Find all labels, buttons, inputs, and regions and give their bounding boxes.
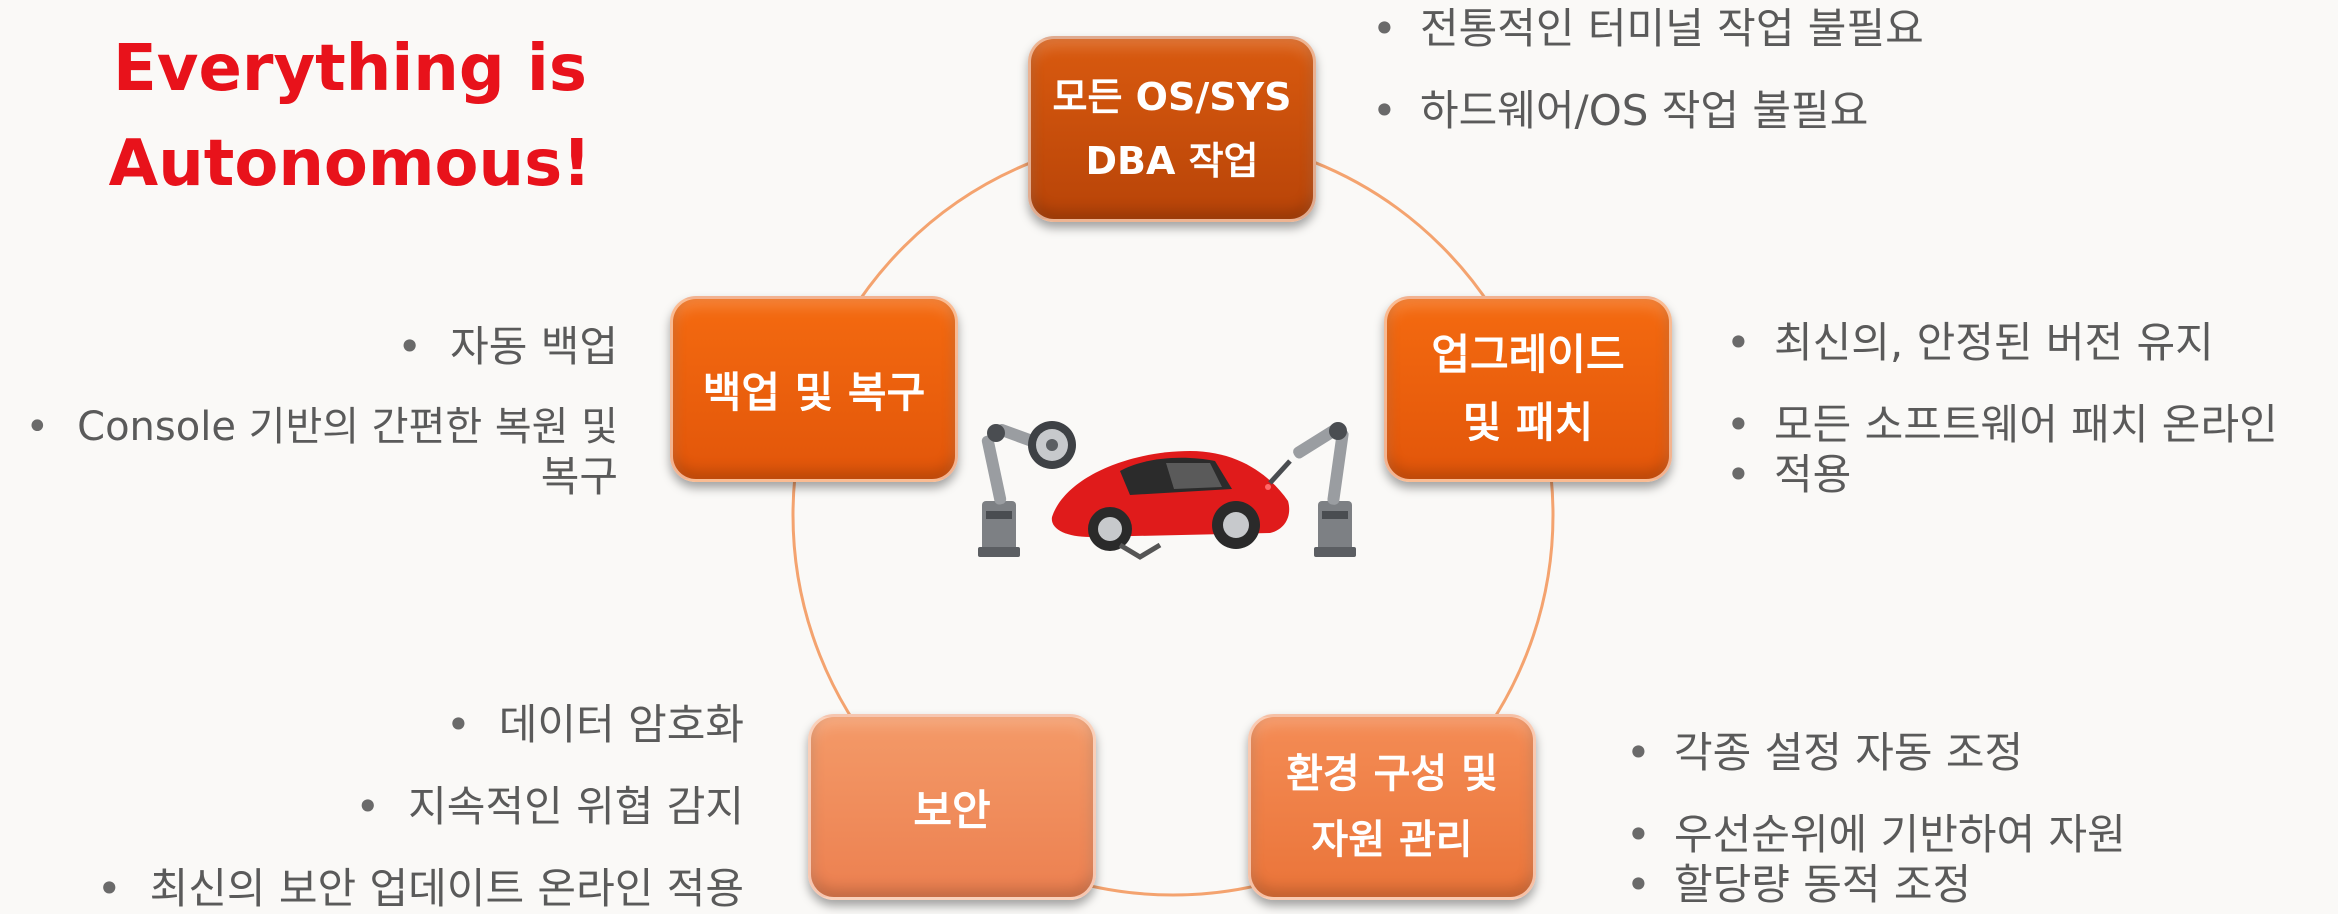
bullet-security-1: 데이터 암호화	[498, 700, 744, 749]
bullet-dot: •	[96, 864, 122, 913]
bullet-backup-1: 자동 백업	[450, 322, 618, 371]
node-upgrade-line-2: 및 패치	[1462, 398, 1594, 447]
bullet-security-3: 최신의 보안 업데이트 온라인 적용	[149, 864, 744, 913]
node-env-line-1: 환경 구성 및	[1286, 751, 1498, 797]
bullets-backup: • 자동 백업 • Console 기반의 간편한 복원 및 복구	[26, 322, 618, 502]
page-title: Everything is Autonomous!	[40, 22, 660, 212]
left-robot-icon	[978, 421, 1076, 557]
bullet-dot: •	[446, 700, 471, 749]
node-security: 보안	[808, 714, 1096, 900]
node-os-line-2: DBA 작업	[1085, 139, 1259, 183]
title-line-2: Autonomous!	[108, 127, 592, 201]
bullet-upgrade-2: 모든 소프트웨어 패치 온라인	[1726, 400, 2278, 450]
bullet-backup-2: Console 기반의 간편한 복원 및	[77, 404, 618, 450]
bullets-upgrade: 최신의, 안정된 버전 유지 모든 소프트웨어 패치 온라인 적용	[1726, 318, 2278, 500]
node-os-sys-dba: 모든 OS/SYS DBA 작업	[1028, 36, 1316, 222]
bullet-security-2: 지속적인 위협 감지	[408, 782, 744, 831]
bullets-security: • 데이터 암호화 • 지속적인 위협 감지 • 최신의 보안 업데이트 온라인 적용	[97, 700, 744, 914]
bullet-env-1: 각종 설정 자동 조정	[1626, 728, 2126, 778]
node-upgrade-patch: 업그레이드 및 패치	[1384, 296, 1672, 482]
bullet-backup-2-cont: 복구	[540, 452, 618, 501]
bullet-os-2: 하드웨어/OS 작업 불필요	[1372, 86, 1924, 136]
bullet-dot: •	[355, 782, 381, 831]
node-upgrade-line-1: 업그레이드	[1431, 330, 1625, 379]
bullets-env: 각종 설정 자동 조정 우선순위에 기반하여 자원 할당량 동적 조정	[1626, 728, 2126, 910]
bullet-env-2-cont: 할당량 동적 조정	[1626, 860, 2126, 910]
bullet-upgrade-2-cont: 적용	[1726, 450, 2278, 500]
bullet-dot: •	[25, 404, 50, 450]
bullet-env-2: 우선순위에 기반하여 자원	[1626, 810, 2126, 860]
node-os-line-1: 모든 OS/SYS	[1052, 75, 1292, 119]
node-env-line-2: 자원 관리	[1311, 817, 1473, 863]
bullet-upgrade-1: 최신의, 안정된 버전 유지	[1726, 318, 2278, 368]
title-line-1: Everything is	[113, 32, 587, 106]
node-security-line-1: 보안	[913, 785, 991, 835]
right-robot-icon	[1265, 422, 1356, 557]
robot-car-repair-icon	[978, 421, 1356, 560]
bullets-os: 전통적인 터미널 작업 불필요 하드웨어/OS 작업 불필요	[1372, 4, 1924, 136]
node-backup-line-1: 백업 및 복구	[702, 367, 926, 417]
bullet-dot: •	[397, 322, 423, 371]
bullet-os-1: 전통적인 터미널 작업 불필요	[1372, 4, 1924, 54]
node-environment-resources: 환경 구성 및 자원 관리	[1248, 714, 1536, 900]
red-car-icon	[1051, 451, 1290, 560]
node-backup-recovery: 백업 및 복구	[670, 296, 958, 482]
